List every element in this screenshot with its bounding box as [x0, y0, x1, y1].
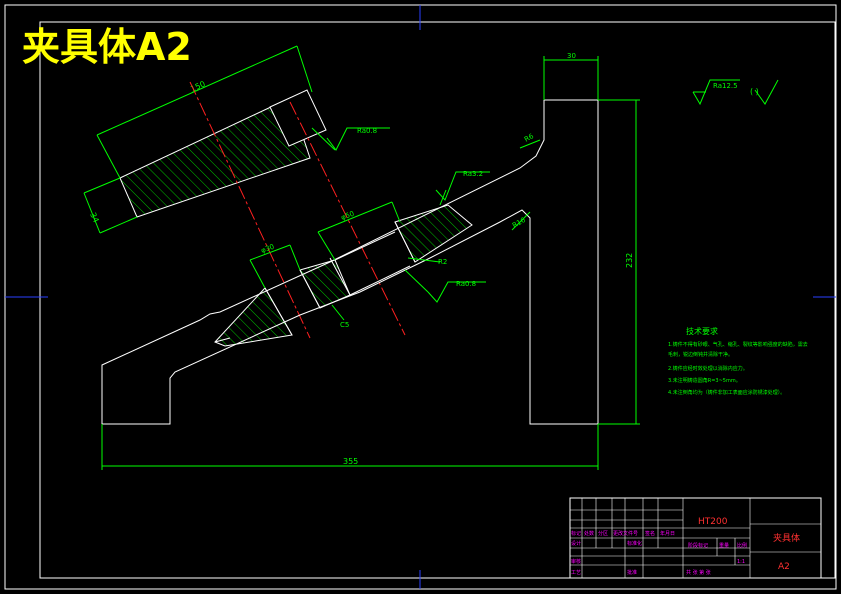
hatch-upper: [120, 98, 310, 217]
dim-phi50: [317, 201, 401, 261]
dim-150: [96, 45, 313, 179]
tech-item-2: 2.铸件应经时效处理以消除内应力。: [668, 365, 748, 372]
dim-30-label: 30: [567, 52, 576, 60]
dim-34-label: 34: [88, 211, 100, 224]
dim-355-label: 355: [343, 457, 358, 466]
tech-item-3: 3.未注明铸造圆角R=3~5mm。: [668, 377, 741, 384]
roughness-ra08-upper: [311, 127, 390, 151]
tech-item-1: 1.铸件不得有砂眼、气孔、缩孔、裂纹等影响强度的缺陷，需去: [668, 341, 808, 348]
centering-marks: [5, 5, 836, 589]
main-body: 30 232 355 φ50 φ30 R6: [101, 52, 640, 470]
title-block: HT200 夹具体 A2 标记 处数 分区 更改文件号 签名 年月日 设计 标准…: [569, 497, 822, 579]
tech-item-1b: 毛刺，锐边倒钝并清除干净。: [668, 351, 733, 358]
bore-lines: [214, 221, 416, 343]
tb-r2-c6: 阶段标记: [688, 542, 708, 549]
body-outline: [101, 99, 599, 425]
upper-block-outline: [119, 97, 311, 218]
tb-r1-c6: 年月日: [660, 530, 675, 537]
drawing-title: 夹具体A2: [22, 25, 192, 69]
tb-r2-c8: 比例: [737, 542, 747, 549]
tb-r4-c1: 工艺: [571, 570, 581, 576]
r16-leader: [511, 211, 531, 231]
c5-leader: [331, 304, 345, 321]
tech-item-4: 4.未注倒角均为（铸件非加工表面应涂防锈漆处理）。: [668, 389, 785, 396]
inner-frame: [39, 21, 836, 579]
tb-r2-c4: 标准化: [627, 540, 642, 547]
tech-heading: 技术要求: [686, 326, 718, 336]
tb-r4-c4: 批准: [627, 569, 637, 576]
c5-label: C5: [340, 321, 349, 329]
dim-phi50-label: φ50: [340, 210, 355, 222]
dim-232-label: 232: [625, 253, 634, 268]
centerline-1: [189, 81, 311, 339]
roughness-general: [692, 79, 779, 106]
tb-r2-c7: 重量: [719, 542, 729, 549]
hatch-upper-right: [394, 204, 473, 263]
roughness-ra08-lower-label: Ra0.8: [456, 280, 476, 288]
r2-leader: [407, 257, 441, 263]
tb-r1-c5: 签名: [645, 530, 655, 537]
tb-r3-c1: 审核: [571, 558, 581, 565]
outer-border: [4, 4, 837, 590]
tb-r4-c6: 共 张 第 张: [686, 569, 711, 576]
roughness-ra32-label: Ra3.2: [463, 170, 483, 178]
dim-355: [101, 424, 599, 470]
title-block-part-name: 夹具体: [773, 532, 800, 544]
dim-phi30-label: φ30: [260, 243, 275, 255]
roughness-ra08-lower: [404, 269, 486, 303]
roughness-ra32: [435, 171, 490, 206]
roughness-paren: ( ): [750, 87, 759, 96]
tb-r1-c4: 更改文件号: [613, 530, 638, 537]
r6-label: R6: [523, 132, 536, 144]
roughness-ra125-label: Ra12.5: [713, 82, 738, 90]
tb-r2-c1: 设计: [571, 540, 581, 547]
centerline-2: [289, 101, 406, 336]
dim-34: [83, 177, 138, 234]
roughness-ra08-upper-label: Ra0.8: [357, 127, 377, 135]
tb-r1-c3: 分区: [598, 530, 608, 537]
dim-30-top: [543, 56, 599, 100]
tech-requirements: 技术要求 1.铸件不得有砂眼、气孔、缩孔、裂纹等影响强度的缺陷，需去 毛刺，锐边…: [668, 326, 808, 396]
tb-r3-c8: 1:1: [737, 559, 745, 565]
title-block-material: HT200: [698, 517, 728, 527]
r2-label: R2: [438, 258, 447, 266]
r6-leader: [519, 139, 541, 149]
upper-sectional-view: 150 34 Ra0.8: [83, 45, 406, 339]
title-block-size: A2: [778, 562, 790, 572]
dim-232: [598, 99, 640, 425]
dim-phi30: [249, 244, 301, 289]
tb-r1-c2: 处数: [584, 530, 594, 537]
tb-r1-c1: 标记: [571, 530, 581, 537]
